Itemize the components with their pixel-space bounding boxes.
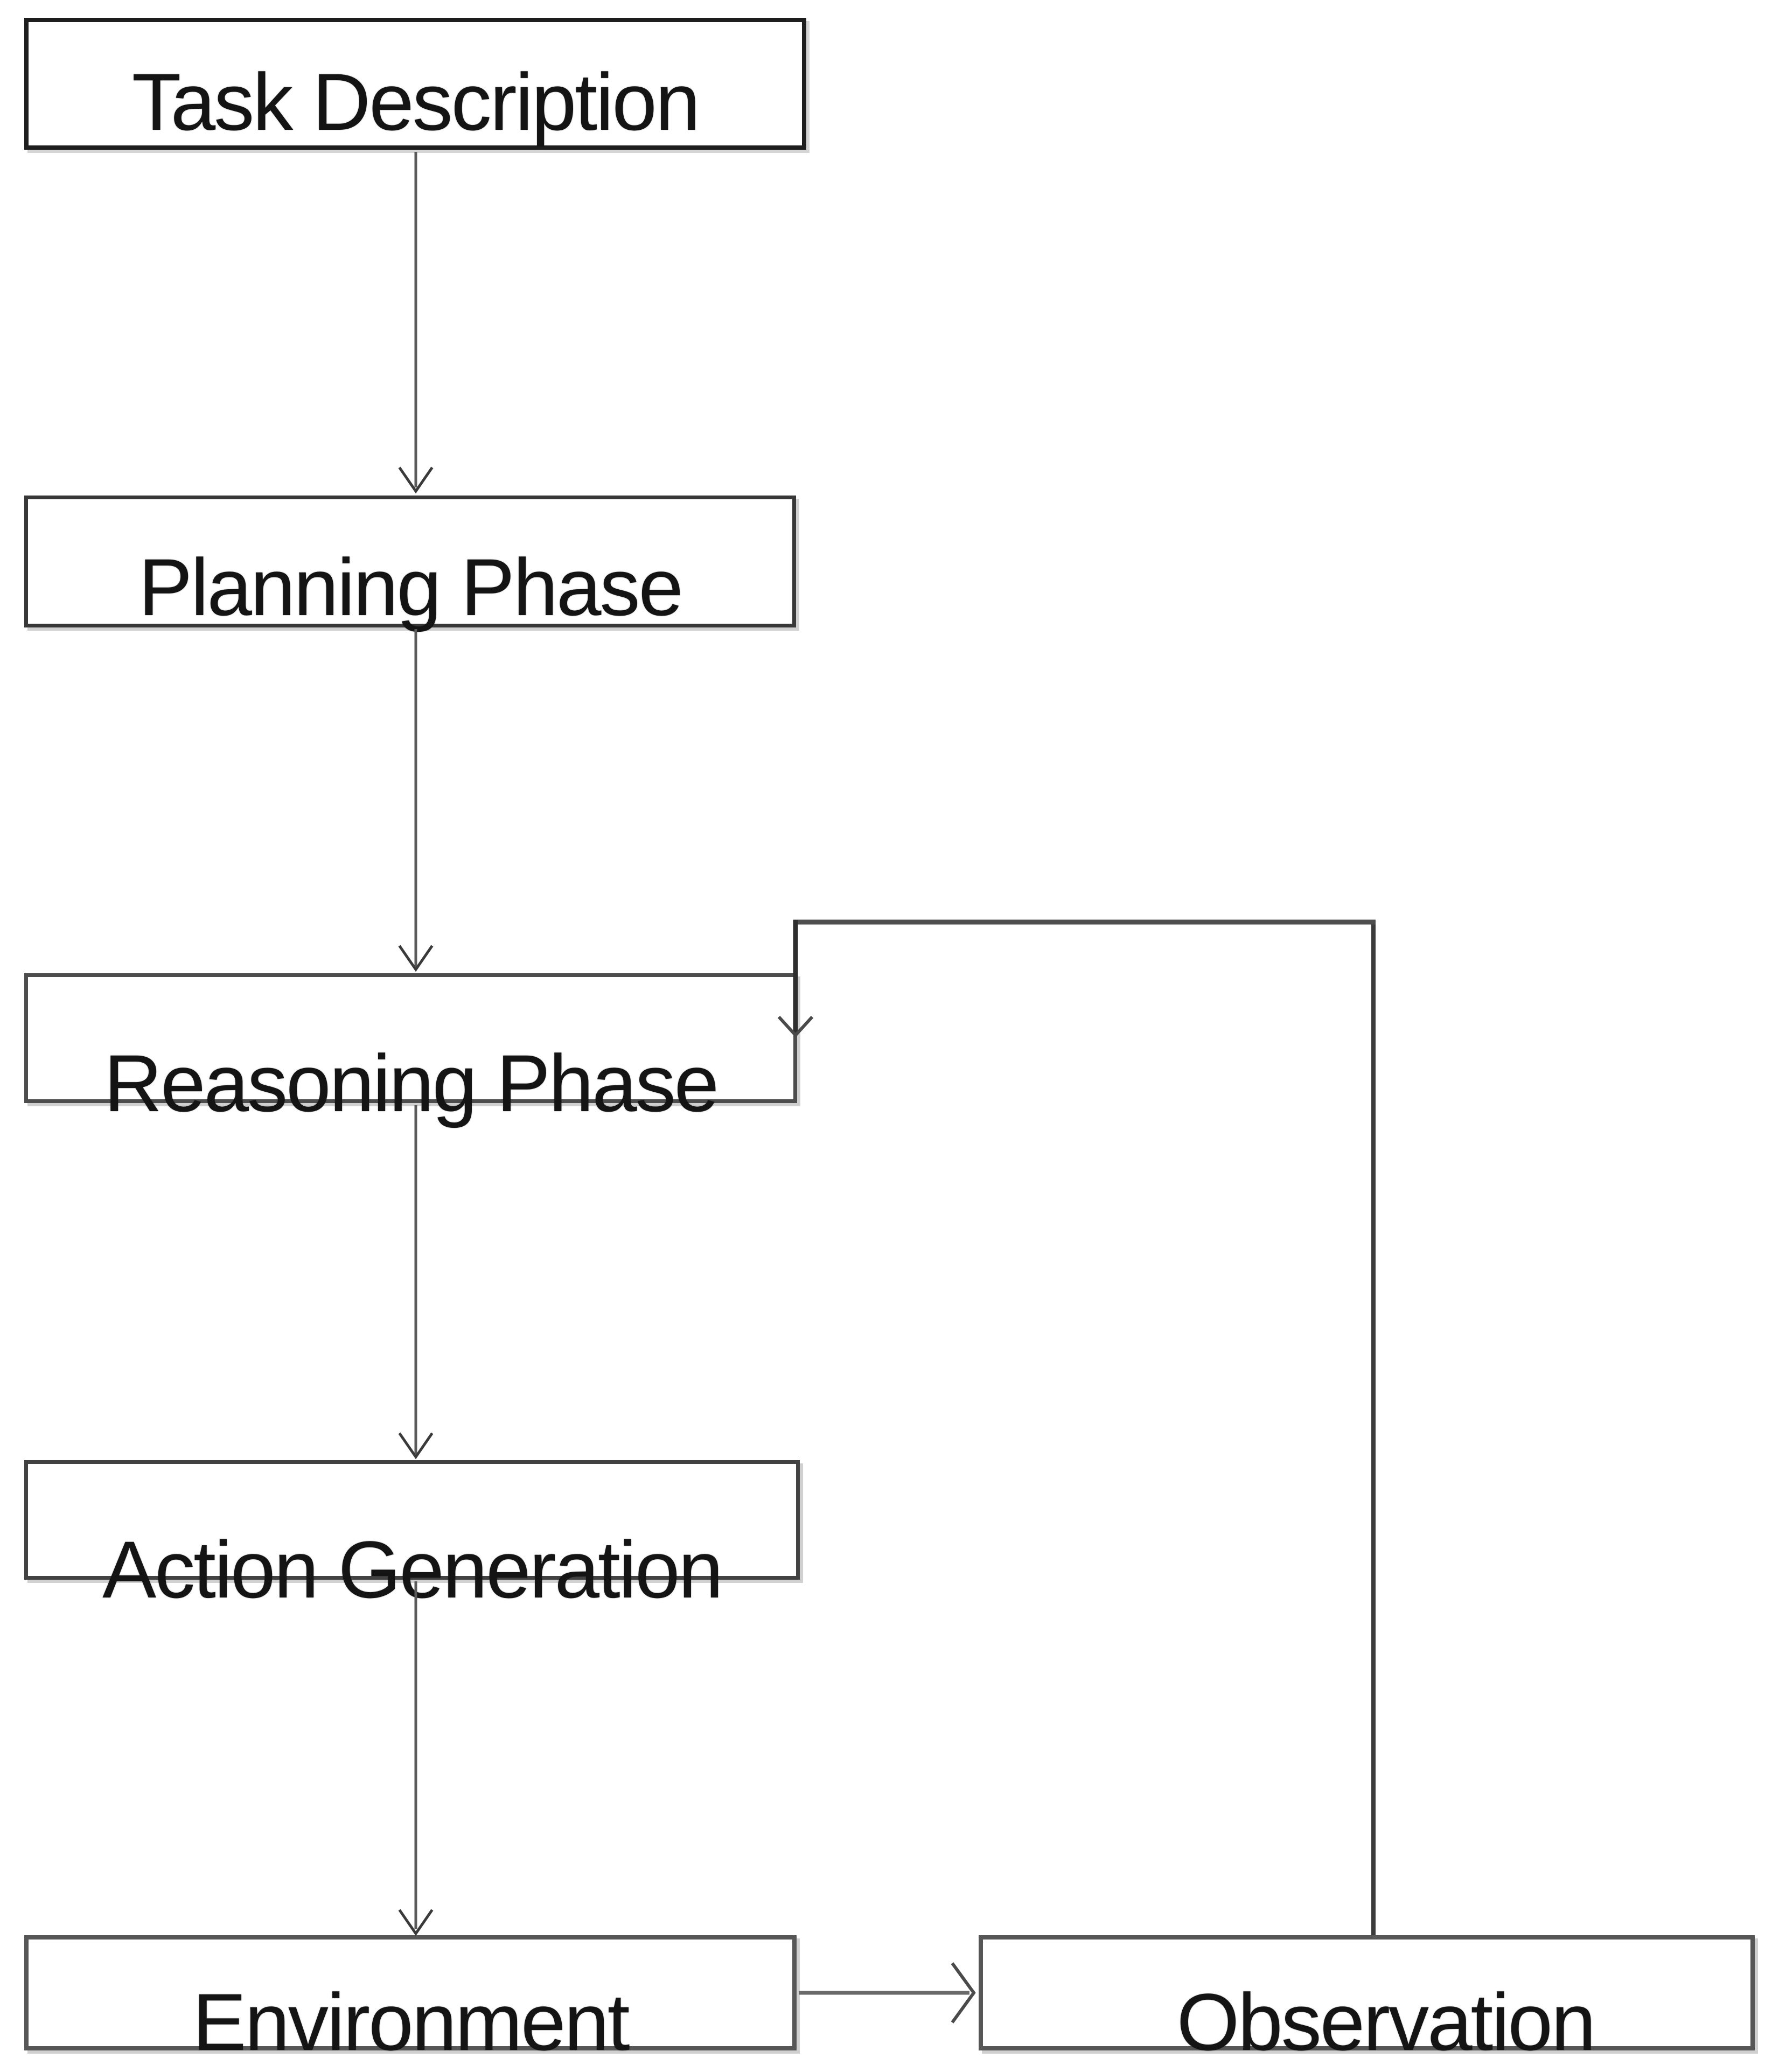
node-environment: Environment [24, 1935, 797, 2062]
edge-action-to-environment-arrowhead-icon [398, 1909, 434, 1936]
node-label-action-generation: Action Generation [102, 1524, 723, 1615]
edge-environment-to-observation-arrowhead-icon [951, 1962, 976, 2024]
node-label-observation: Observation [1176, 1977, 1596, 2067]
edge-reasoning-to-action-arrowhead-icon [398, 1432, 434, 1460]
node-label-planning-phase: Planning Phase [138, 542, 683, 632]
node-observation: Observation [979, 1935, 1755, 2062]
node-label-reasoning-phase: Reasoning Phase [103, 1038, 719, 1128]
node-action-generation: Action Generation [24, 1460, 800, 1610]
node-reasoning-phase: Reasoning Phase [24, 973, 797, 1124]
node-label-task-description: Task Description [131, 57, 700, 147]
node-task-description: Task Description [24, 18, 806, 150]
edge-task-to-planning-arrowhead-icon [398, 466, 434, 494]
node-planning-phase: Planning Phase [24, 496, 796, 627]
edge-planning-to-reasoning-arrowhead-icon [398, 945, 434, 972]
node-label-environment: Environment [192, 1977, 630, 2067]
